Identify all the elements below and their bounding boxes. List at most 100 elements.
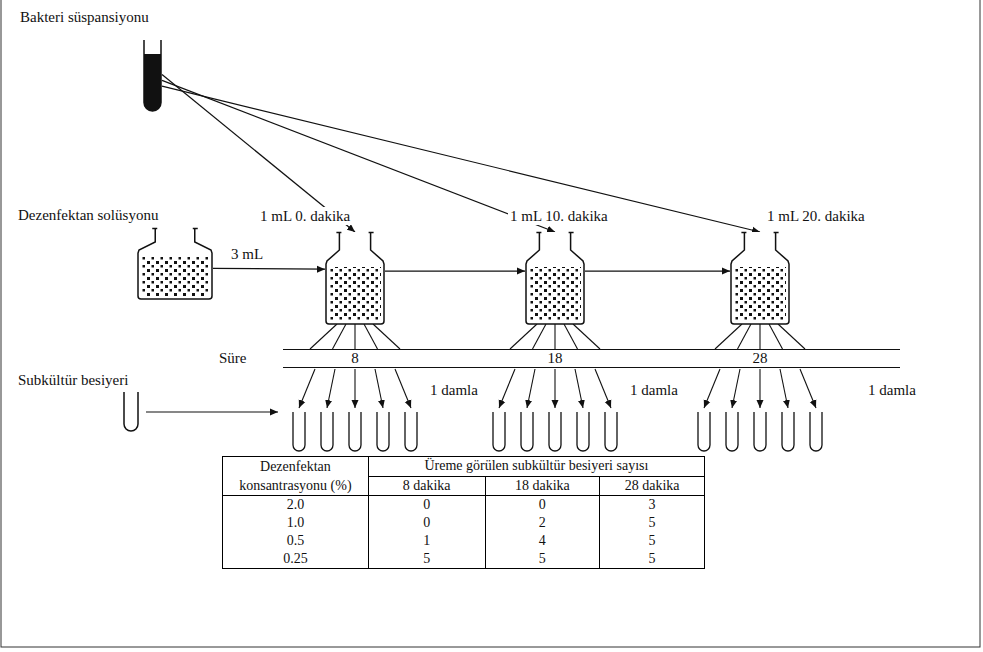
table-cell: 0	[485, 496, 600, 515]
time-value: 18	[546, 350, 565, 367]
table-cell: Üreme görülen subkültür besiyeri sayısı	[368, 457, 704, 477]
drop-arrow	[354, 369, 355, 408]
subculture-tube	[577, 412, 589, 451]
table-cell: 5	[600, 532, 705, 550]
cell-text: 0	[539, 497, 546, 512]
drop-arrow	[704, 369, 720, 408]
drop-arrow	[299, 369, 315, 408]
subculture-tube	[349, 412, 361, 451]
drop-arrow	[759, 369, 760, 408]
subculture-tube: Subkültür besiyeri	[123, 392, 139, 432]
cell-text: 0	[423, 497, 430, 512]
cell-text: 28 dakika	[625, 478, 680, 493]
subculture-tube	[810, 412, 822, 451]
drop-label: 1 damla	[628, 381, 680, 399]
time-value: 8	[349, 350, 361, 367]
cell-text: 0	[423, 515, 430, 530]
subculture-tube	[521, 412, 533, 451]
drop-arrow	[527, 369, 535, 408]
drop-arrow	[595, 369, 611, 408]
time-value: 28	[751, 350, 770, 367]
flow-arrow	[162, 75, 355, 232]
drop-label: 1 damla	[866, 381, 918, 399]
cell-text: 0.5	[287, 533, 305, 548]
cell-text: 5	[649, 515, 656, 530]
disinfectant-bottle: Dezenfektan solüsyonu	[137, 228, 213, 300]
cell-text: 5	[539, 551, 546, 566]
table-cell: 2	[485, 514, 600, 532]
node-heading: 1 mL 10. dakika	[508, 207, 610, 225]
cell-text: 1.0	[287, 515, 305, 530]
sampling-lines	[310, 324, 400, 349]
table-cell: 5	[485, 550, 600, 569]
drop-arrow	[575, 369, 583, 408]
table-cell: 4	[485, 532, 600, 550]
subculture-tube-outline	[123, 392, 139, 432]
test-bottle: 1 mL 20. dakika	[730, 232, 790, 325]
subculture-tube	[377, 412, 389, 451]
drop-arrow	[780, 369, 788, 408]
cell-text: 18 dakika	[515, 478, 570, 493]
subculture-tube	[405, 412, 417, 451]
table-cell: 5	[600, 514, 705, 532]
table-cell: 3	[600, 496, 705, 515]
test-bottle: 1 mL 0. dakika	[325, 232, 385, 325]
subculture-tube	[549, 412, 561, 451]
subculture-tube	[754, 412, 766, 451]
cell-text: 4	[539, 533, 546, 548]
table-cell: 28 dakika	[600, 476, 705, 496]
drop-arrow	[395, 369, 411, 408]
table-cell: 0	[368, 496, 485, 515]
node-heading: Subkültür besiyeri	[16, 371, 130, 389]
table-cell: 0	[368, 514, 485, 532]
node-heading: Dezenfektan solüsyonu	[16, 206, 160, 224]
subculture-tube	[698, 412, 710, 451]
cell-text: Üreme görülen subkültür besiyeri sayısı	[424, 458, 648, 473]
table-cell: 0.5	[223, 532, 369, 550]
sampling-lines	[510, 324, 600, 349]
test-tube: Bakteri süspansiyonu	[143, 40, 162, 112]
cell-text: 5	[649, 551, 656, 566]
drop-arrow	[375, 369, 383, 408]
flow-arrow	[213, 268, 325, 270]
transfer-arrow	[146, 411, 278, 412]
cell-text: 0.25	[283, 551, 308, 566]
drop-arrow	[327, 369, 335, 408]
cell-text: 2.0	[287, 497, 305, 512]
table-cell: 1	[368, 532, 485, 550]
cell-text: 5	[423, 551, 430, 566]
table-cell: 18 dakika	[485, 476, 600, 496]
subculture-tube	[493, 412, 505, 451]
flow-arrow	[385, 271, 525, 272]
node-heading: 1 mL 0. dakika	[258, 207, 352, 225]
cell-text: 5	[649, 533, 656, 548]
table-cell: 2.0	[223, 496, 369, 515]
flow-arrow	[162, 86, 760, 232]
table-cell: 8 dakika	[368, 476, 485, 496]
flow-arrow	[162, 80, 555, 232]
node-heading: 1 mL 20. dakika	[765, 207, 867, 225]
subculture-tube	[321, 412, 333, 451]
table-cell: 5	[368, 550, 485, 569]
test-bottle-outline	[525, 232, 585, 325]
table-cell: 0.25	[223, 550, 369, 569]
edge-label: 3 mL	[229, 245, 265, 263]
test-bottle-outline	[325, 232, 385, 325]
test-bottle: 1 mL 10. dakika	[525, 232, 585, 325]
results-table: Dezenfektan konsantrasyonu (%)Üreme görü…	[222, 456, 705, 569]
table-cell: 5	[600, 550, 705, 569]
disinfectant-bottle-outline	[137, 228, 213, 300]
time-band: Süre81828	[283, 349, 900, 368]
test-tube-outline	[143, 40, 162, 112]
test-bottle-outline	[730, 232, 790, 325]
flow-arrow	[585, 271, 730, 272]
cell-text: 3	[649, 497, 656, 512]
subculture-tube	[726, 412, 738, 451]
cell-text: 8 dakika	[403, 478, 451, 493]
table-cell: 1.0	[223, 514, 369, 532]
drop-arrow	[554, 369, 555, 408]
cell-text: 2	[539, 515, 546, 530]
drop-arrow	[800, 369, 816, 408]
drop-arrow	[499, 369, 515, 408]
